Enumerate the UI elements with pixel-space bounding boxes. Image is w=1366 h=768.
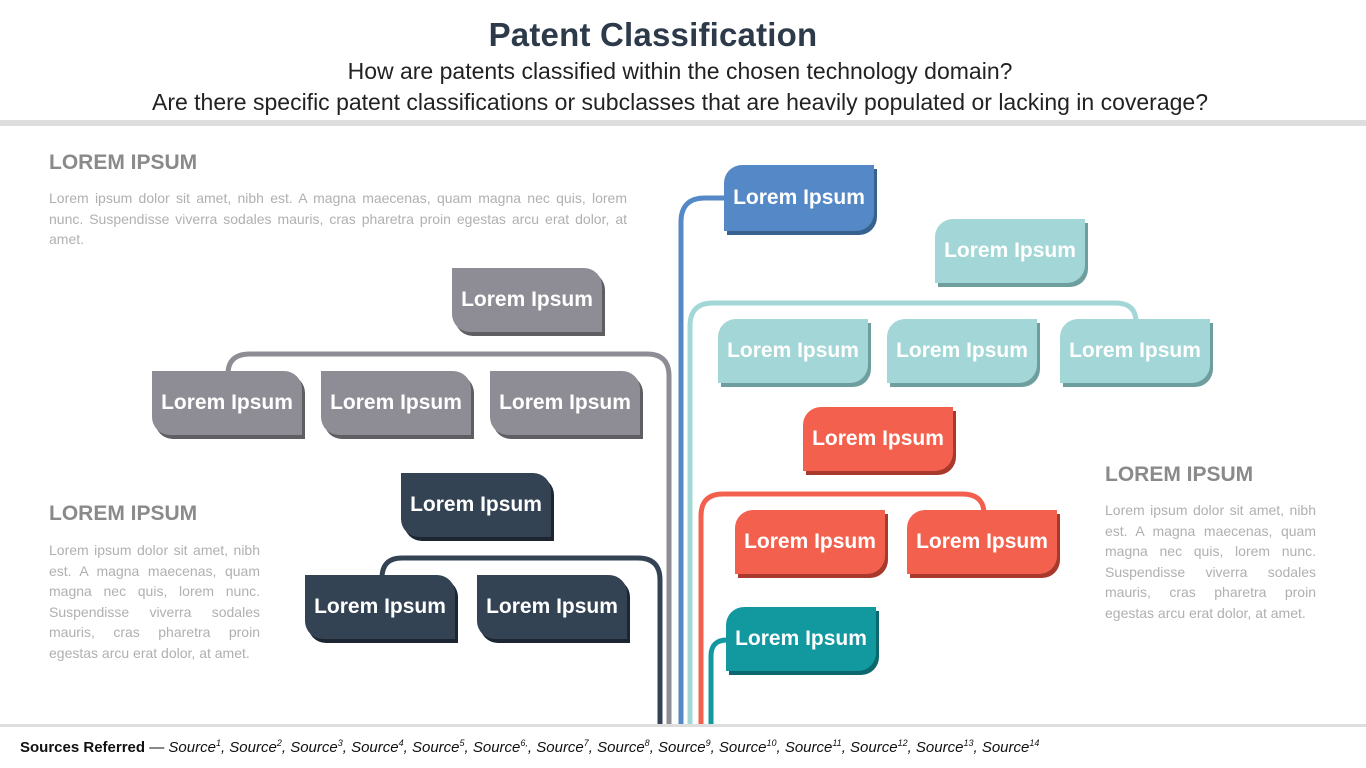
bottom-left-heading: LOREM IPSUM (49, 502, 197, 526)
source-separator: , (650, 739, 658, 756)
source-separator: , (589, 739, 597, 756)
source-item: Source10, (719, 739, 785, 756)
top-left-heading: LOREM IPSUM (49, 151, 197, 175)
source-name: Source (597, 739, 645, 756)
source-item: Source14 (982, 739, 1040, 756)
source-name: Source (229, 739, 277, 756)
source-item: Source6,, (473, 739, 536, 756)
red-child-node-2: Lorem Ipsum (907, 510, 1057, 574)
bottom-left-paragraph: Lorem ipsum dolor sit amet, nibh est. A … (49, 540, 260, 663)
sources-footer: Sources Referred — Source1, Source2, Sou… (20, 738, 1039, 756)
source-item: Source12, (850, 739, 916, 756)
source-name: Source (536, 739, 584, 756)
source-item: Source9, (658, 739, 719, 756)
source-number: 11 (832, 738, 841, 748)
source-item: Source3, (290, 739, 351, 756)
aqua-child-node-3: Lorem Ipsum (1060, 319, 1210, 383)
source-number: 12 (898, 738, 908, 748)
right-heading: LOREM IPSUM (1105, 463, 1253, 487)
source-name: Source (719, 739, 767, 756)
top-left-paragraph: Lorem ipsum dolor sit amet, nibh est. A … (49, 188, 627, 250)
source-separator: , (282, 739, 290, 756)
source-separator: , (465, 739, 473, 756)
source-separator: , (842, 739, 850, 756)
gray-child-node-1: Lorem Ipsum (152, 371, 302, 435)
source-item: Source13, (916, 739, 982, 756)
source-name: Source (850, 739, 898, 756)
source-separator: , (711, 739, 719, 756)
aqua-child-node-1: Lorem Ipsum (718, 319, 868, 383)
source-number: 14 (1029, 738, 1039, 748)
source-separator: , (973, 739, 981, 756)
source-item: Source2, (229, 739, 290, 756)
navy-parent-node: Lorem Ipsum (401, 473, 551, 537)
source-number: 10 (766, 738, 776, 748)
sources-list: Source1, Source2, Source3, Source4, Sour… (168, 739, 1039, 756)
source-name: Source (982, 739, 1030, 756)
source-name: Source (412, 739, 460, 756)
source-separator: , (776, 739, 784, 756)
source-separator: , (528, 739, 536, 756)
gray-child-node-2: Lorem Ipsum (321, 371, 471, 435)
sources-dash: — (145, 739, 168, 756)
source-name: Source (290, 739, 338, 756)
gray-parent-node: Lorem Ipsum (452, 268, 602, 332)
source-separator: , (404, 739, 412, 756)
source-separator: , (343, 739, 351, 756)
source-separator: , (908, 739, 916, 756)
aqua-child-node-2: Lorem Ipsum (887, 319, 1037, 383)
red-parent-node: Lorem Ipsum (803, 407, 953, 471)
source-item: Source8, (597, 739, 658, 756)
source-item: Source11, (785, 739, 850, 756)
source-number: 6, (520, 738, 528, 748)
teal-parent-node: Lorem Ipsum (726, 607, 876, 671)
navy-child-node-2: Lorem Ipsum (477, 575, 627, 639)
navy-child-node-1: Lorem Ipsum (305, 575, 455, 639)
source-name: Source (473, 739, 521, 756)
source-number: 13 (963, 738, 973, 748)
source-item: Source5, (412, 739, 473, 756)
red-child-node-1: Lorem Ipsum (735, 510, 885, 574)
source-name: Source (168, 739, 216, 756)
source-name: Source (351, 739, 399, 756)
source-item: Source1, (168, 739, 229, 756)
blue-parent-node: Lorem Ipsum (724, 165, 874, 231)
aqua-parent-node: Lorem Ipsum (935, 219, 1085, 283)
sources-label: Sources Referred (20, 739, 145, 756)
source-item: Source4, (351, 739, 412, 756)
source-item: Source7, (536, 739, 597, 756)
footer-divider (0, 724, 1366, 727)
right-paragraph: Lorem ipsum dolor sit amet, nibh est. A … (1105, 500, 1316, 623)
source-name: Source (916, 739, 964, 756)
source-name: Source (785, 739, 833, 756)
gray-child-node-3: Lorem Ipsum (490, 371, 640, 435)
source-name: Source (658, 739, 706, 756)
